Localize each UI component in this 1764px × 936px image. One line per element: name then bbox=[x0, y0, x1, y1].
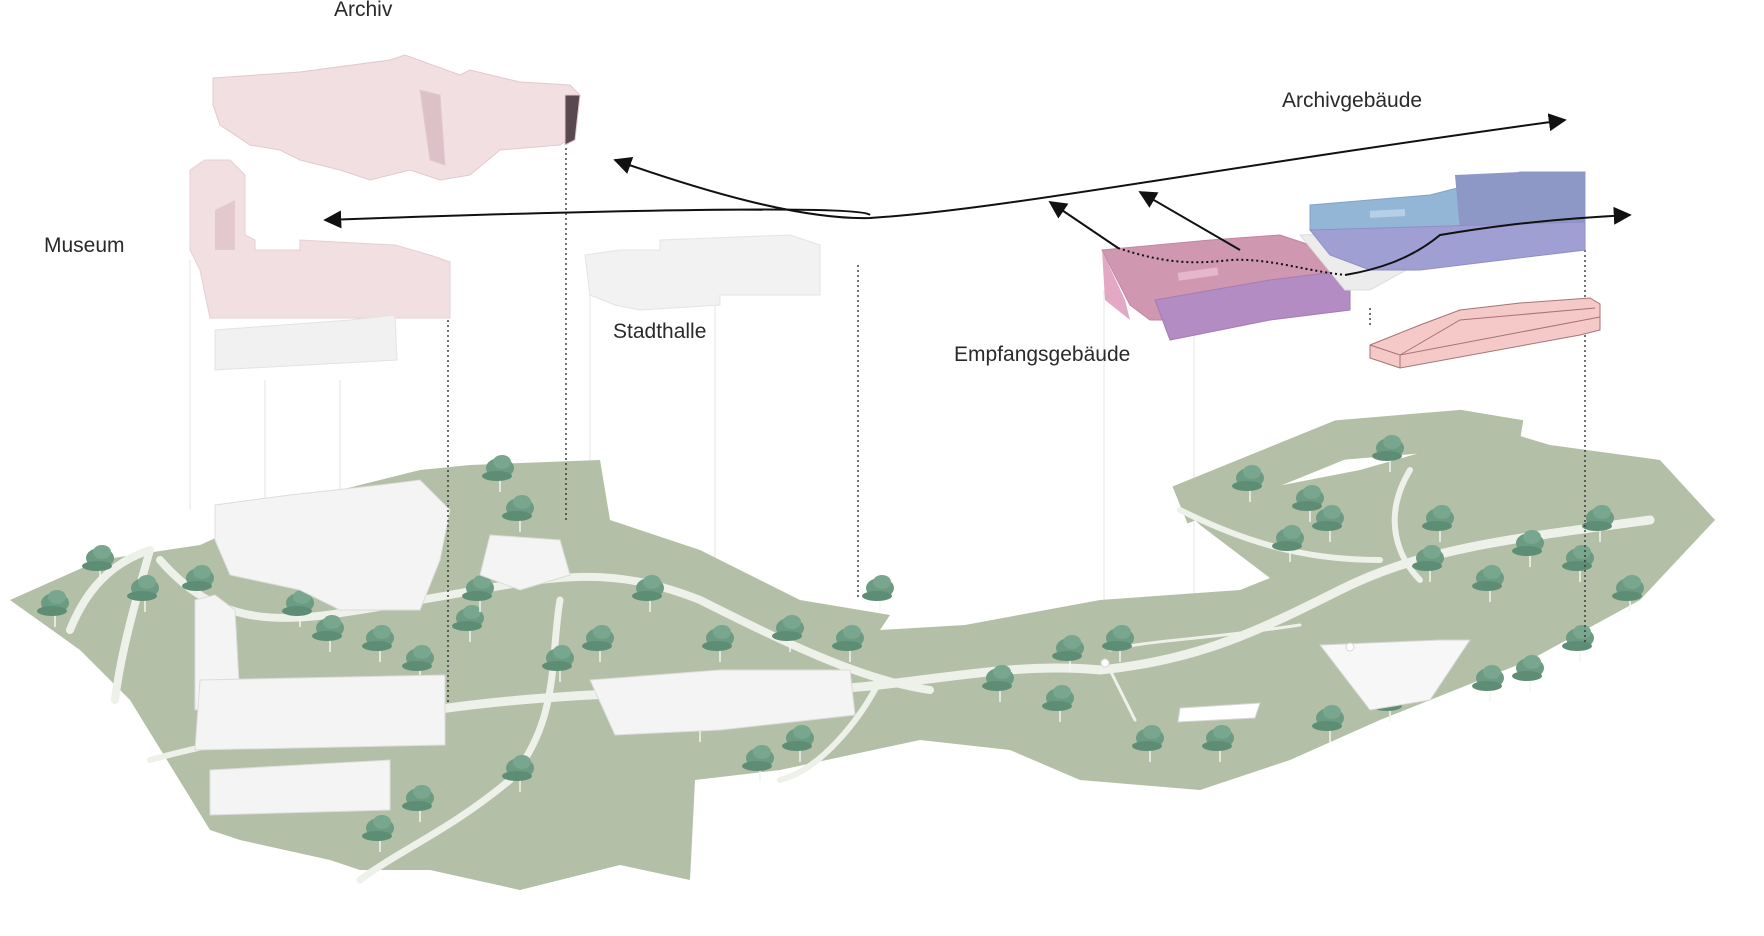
circulation-arrows bbox=[323, 113, 1632, 276]
floating-building-stadthalle bbox=[584, 234, 821, 311]
floating-building-archiv bbox=[212, 54, 581, 181]
arrow-empfang-mid bbox=[1138, 191, 1241, 251]
floating-building-empfangsgebaeude bbox=[1101, 234, 1351, 341]
label-empfangsgebaeude: Empfangsgebäude bbox=[954, 343, 1131, 366]
tree-icon bbox=[861, 574, 895, 613]
arrow-through-complex bbox=[1344, 206, 1632, 276]
arrow-empfang-left bbox=[1048, 200, 1119, 249]
ground-buildings-existing bbox=[194, 479, 856, 816]
floating-building-archivgebaeude bbox=[1308, 171, 1586, 271]
arrow-to-archivgebaeude bbox=[613, 113, 1567, 220]
ground-buildings-new bbox=[1100, 639, 1471, 723]
arrow-to-museum bbox=[323, 208, 871, 229]
label-archiv: Archiv bbox=[334, 0, 393, 21]
label-museum: Museum bbox=[44, 234, 125, 257]
floating-building-ramp bbox=[1369, 297, 1601, 369]
label-archivgebaeude: Archivgebäude bbox=[1282, 89, 1423, 112]
label-stadthalle: Stadthalle bbox=[613, 320, 707, 343]
dotted-route bbox=[1117, 247, 1346, 276]
floating-building-museum bbox=[189, 159, 451, 371]
